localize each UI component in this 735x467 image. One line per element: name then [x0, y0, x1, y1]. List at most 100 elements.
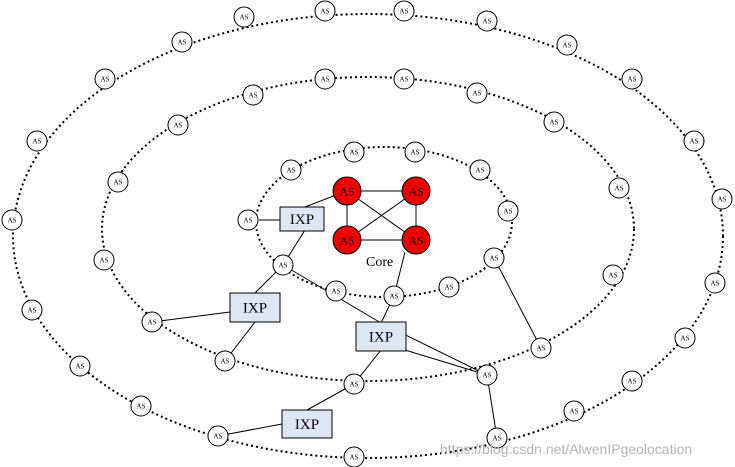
as-node-33: AS [141, 311, 163, 333]
as-label: AS [681, 335, 690, 343]
as-node-20: AS [563, 400, 585, 422]
link-14 [217, 423, 283, 437]
as-node-19: AS [207, 425, 229, 447]
as-label: AS [628, 76, 637, 84]
as-node-10: AS [683, 130, 705, 152]
as-label: AS [350, 454, 359, 462]
rings [12, 13, 724, 459]
as-node-4: AS [476, 10, 498, 32]
ixp-1-box: IXP [279, 206, 325, 232]
link-12 [486, 374, 498, 439]
as-label: AS [483, 372, 492, 380]
as-node-48: AS [383, 285, 405, 307]
as-node-22: AS [486, 427, 508, 449]
ring-inner [255, 146, 513, 298]
core-3-node: AS [332, 225, 362, 255]
as-node-39: AS [343, 141, 365, 163]
as-label: AS [101, 76, 110, 84]
core-label: Core [366, 255, 393, 270]
as-node-27: AS [167, 114, 189, 136]
core-4-node: AS [401, 225, 431, 255]
as-node-30: AS [608, 177, 630, 199]
as-node-44: AS [272, 254, 294, 276]
ring-outer [12, 13, 724, 459]
core-1-node: AS [332, 176, 362, 206]
as-node-28: AS [543, 111, 565, 133]
as-label: AS [76, 363, 85, 371]
as-node-11: AS [1, 209, 23, 231]
as-node-18: AS [621, 370, 643, 392]
as-label: AS [279, 262, 288, 270]
as-label: AS [493, 435, 502, 443]
as-label: AS [718, 196, 727, 204]
as-label: AS [214, 433, 223, 441]
ixp-label: IXP [369, 330, 393, 346]
as-label: AS [100, 257, 109, 265]
as-node-6: AS [171, 31, 193, 53]
as-node-7: AS [94, 68, 116, 90]
as-node-24: AS [393, 68, 415, 90]
as-node-26: AS [466, 82, 488, 104]
as-label: AS [445, 284, 454, 292]
as-label: AS [33, 138, 42, 146]
as-node-14: AS [704, 272, 726, 294]
as-label: AS [400, 8, 409, 16]
as-label: AS [400, 76, 409, 84]
as-label: AS [350, 381, 359, 389]
as-label: AS [411, 149, 420, 157]
as-label: AS [137, 403, 146, 411]
as-label: AS [550, 119, 559, 127]
as-node-15: AS [69, 355, 91, 377]
as-label: AS [287, 167, 296, 175]
core-2-node: AS [401, 176, 431, 206]
as-label: AS [8, 217, 17, 225]
as-node-1: AS [233, 6, 255, 28]
as-label: AS [615, 185, 624, 193]
as-node-13: AS [21, 299, 43, 321]
as-label: AS [537, 345, 546, 353]
as-node-32: AS [602, 264, 624, 286]
link-11 [404, 349, 488, 376]
as-node-23: AS [314, 68, 336, 90]
as-label: AS [114, 179, 123, 187]
link-16 [304, 194, 337, 208]
as-node-40: AS [404, 141, 426, 163]
as-node-5: AS [556, 34, 578, 56]
as-label: AS [221, 358, 230, 366]
ixp-boxes: IXP IXP IXP IXP [229, 206, 407, 439]
as-label: AS [350, 149, 359, 157]
as-label: AS [609, 272, 618, 280]
ixp-label: IXP [295, 417, 319, 433]
as-label: AS [483, 18, 492, 26]
as-label: AS [244, 217, 253, 225]
as-node-47: AS [438, 276, 460, 298]
core-cluster: AS AS AS AS [332, 176, 431, 255]
core-as-label: AS [339, 185, 354, 199]
watermark: https://blog.csdn.net/AlwenIPgeolocation [440, 441, 692, 457]
as-node-38: AS [280, 159, 302, 181]
as-node-41: AS [469, 159, 491, 181]
as-label: AS [690, 138, 699, 146]
as-node-34: AS [530, 337, 552, 359]
core-as-label: AS [339, 234, 354, 248]
as-node-2: AS [314, 0, 336, 22]
link-7 [493, 257, 542, 349]
as-node-42: AS [497, 200, 519, 222]
as-label: AS [628, 378, 637, 386]
as-node-3: AS [393, 0, 415, 22]
as-label: AS [563, 42, 572, 50]
as-label: AS [240, 14, 249, 22]
as-node-46: AS [325, 280, 347, 302]
as-node-8: AS [621, 68, 643, 90]
as-label: AS [711, 280, 720, 288]
as-label: AS [178, 39, 187, 47]
as-label: AS [28, 307, 37, 315]
as-node-21: AS [343, 446, 365, 467]
as-label: AS [321, 8, 330, 16]
as-label: AS [174, 122, 183, 130]
as-node-36: AS [476, 364, 498, 386]
ixp-label: IXP [243, 301, 267, 317]
as-node-17: AS [130, 395, 152, 417]
